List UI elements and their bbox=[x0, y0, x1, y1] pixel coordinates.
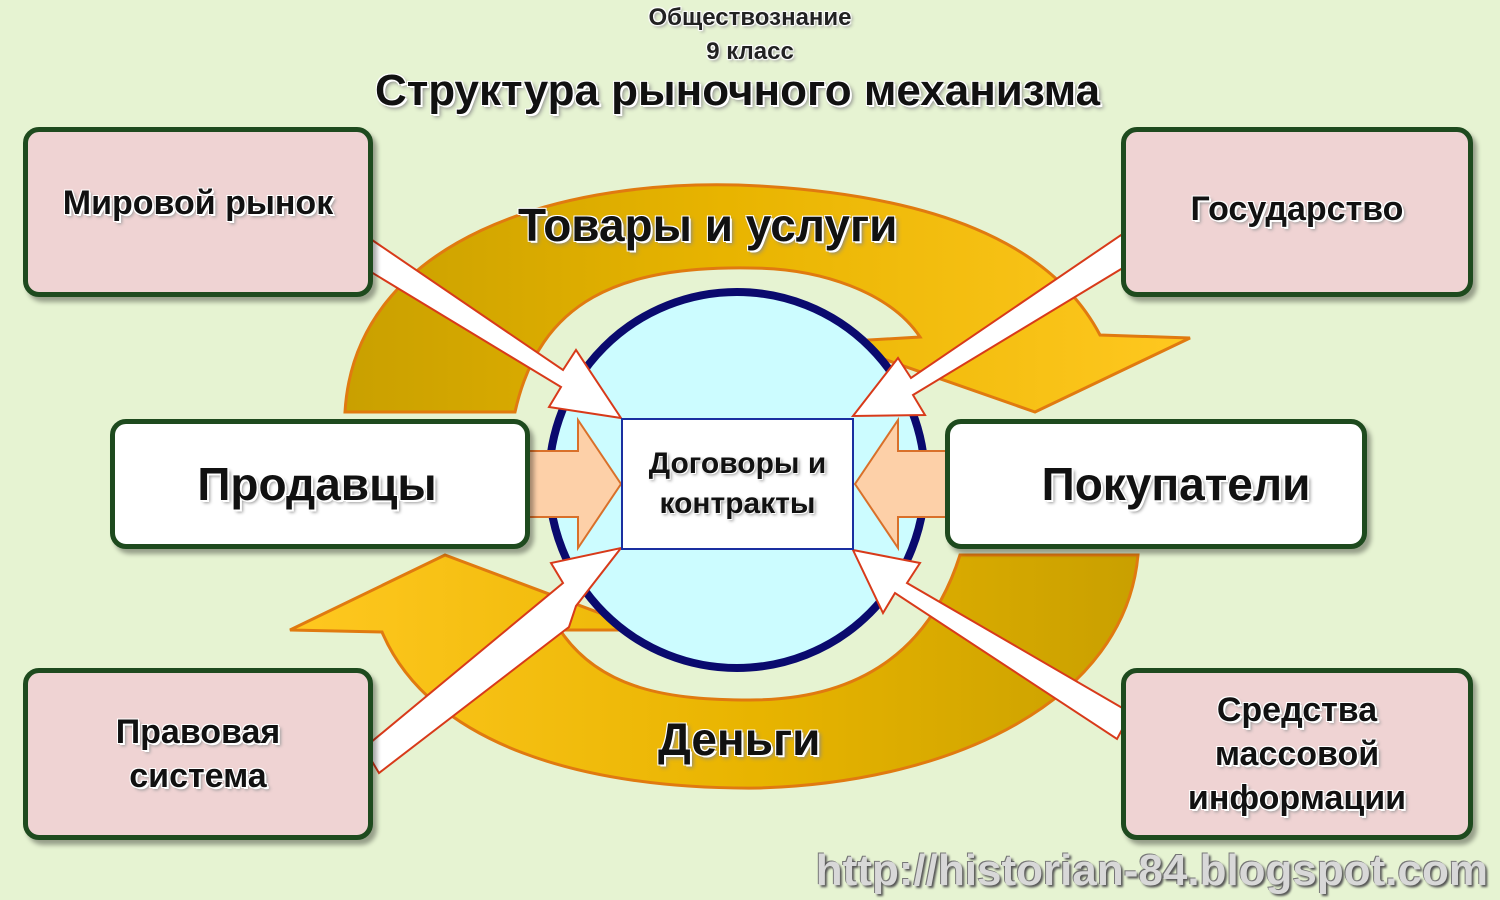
subject-title: Обществознание bbox=[648, 4, 852, 31]
diagram-title: Структура рыночного механизма bbox=[374, 66, 1101, 115]
state-arrow bbox=[850, 233, 1138, 418]
goods-services-label: Товары и услуги bbox=[518, 199, 898, 251]
mass-media-box: Средства массовой информации bbox=[1121, 668, 1473, 840]
source-watermark: http://historian-84.blogspot.com bbox=[815, 846, 1488, 895]
buyers-label: Покупатели bbox=[1041, 458, 1311, 510]
legal-system-box: Правовая система bbox=[23, 668, 373, 840]
sellers-label: Продавцы bbox=[197, 458, 437, 510]
state-label: Государство bbox=[1190, 190, 1404, 228]
world-market-arrow bbox=[336, 225, 624, 420]
world-market-box: Мировой рынок bbox=[23, 127, 373, 297]
legal-system-label: Правовая система bbox=[115, 713, 281, 795]
money-flow-arrow bbox=[289, 553, 1140, 790]
mass-media-label: Средства массовой информации bbox=[1187, 691, 1407, 817]
contracts-box: Договоры и контракты bbox=[621, 418, 854, 550]
buyers-box: Покупатели bbox=[945, 419, 1367, 549]
mass-media-arrow bbox=[851, 548, 1133, 741]
legal-system-arrow bbox=[362, 546, 624, 775]
money-label: Деньги bbox=[658, 713, 821, 765]
world-market-label: Мировой рынок bbox=[62, 184, 334, 222]
grade-label: 9 класс bbox=[706, 38, 794, 65]
state-box: Государство bbox=[1121, 127, 1473, 297]
contracts-label: Договоры и контракты bbox=[648, 447, 827, 520]
sellers-box: Продавцы bbox=[110, 419, 530, 549]
